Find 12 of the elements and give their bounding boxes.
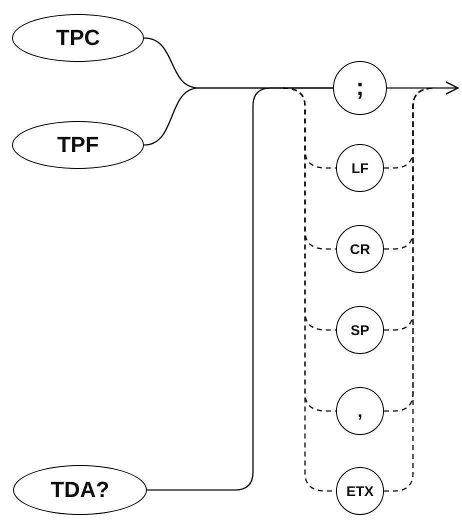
terminator-circle: LF <box>336 144 384 192</box>
terminator-circle: CR <box>336 225 384 273</box>
dashed-connector <box>384 87 436 492</box>
keyword-oval: TPF <box>12 121 144 169</box>
terminator-circle: SP <box>336 306 384 354</box>
keyword-oval: TDA? <box>13 465 147 515</box>
connector <box>147 87 333 491</box>
keyword-oval: TPC <box>12 14 144 62</box>
connector <box>387 81 459 95</box>
terminator-circle: , <box>336 387 384 435</box>
terminator-circle: ; <box>333 61 387 115</box>
terminator-circle: ETX <box>336 467 384 515</box>
